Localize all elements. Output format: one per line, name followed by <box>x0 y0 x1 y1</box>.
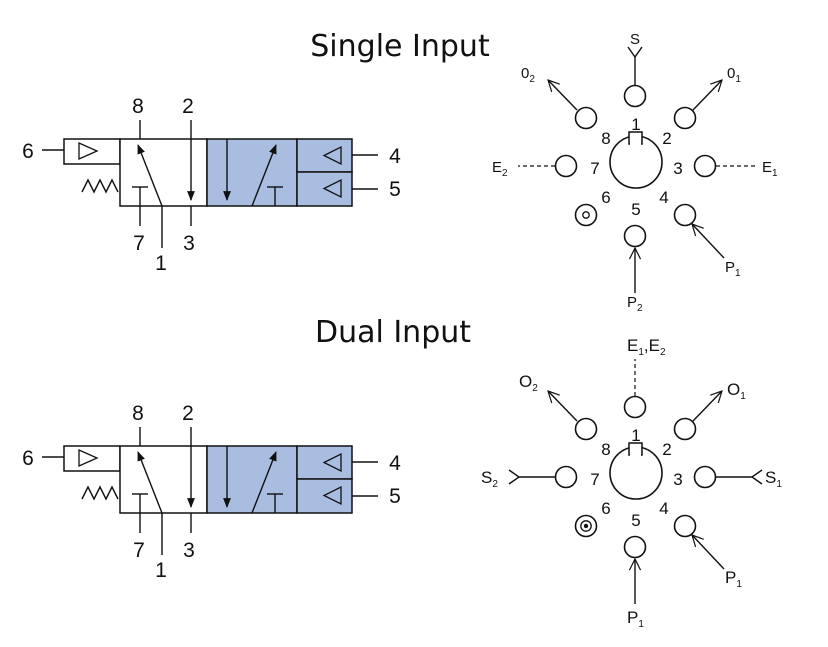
pin-7-number: 7 <box>590 470 599 489</box>
valve-port-8-label: 8 <box>132 402 144 425</box>
pressure-p2-label: P2 <box>627 294 643 314</box>
pin-4-number: 4 <box>659 499 668 518</box>
exhaust-e2-label: E2 <box>492 159 508 179</box>
valve-port-4-label: 4 <box>389 145 401 168</box>
pin-position-numbers: 1 2 3 4 5 6 7 8 <box>590 426 682 530</box>
single-input-pinout: 1 2 3 4 5 6 7 8 S 02 01 E2 E1 P1 P2 <box>492 31 778 314</box>
pressure-p1-right-label: P1 <box>725 568 742 590</box>
valve-port-7-label: 7 <box>133 539 145 562</box>
valve-port-5-label: 5 <box>389 178 401 201</box>
valve-port-1-label: 1 <box>155 559 167 582</box>
dual-input-pinout: 1 2 3 4 5 6 7 8 E1,E2 O2 O1 S2 S1 P1 P1 <box>481 336 782 630</box>
valve-port-3-label: 3 <box>183 539 195 562</box>
pin-5-number: 5 <box>631 200 640 219</box>
single-valve-schematic: 8 2 6 4 5 7 3 1 <box>22 95 401 275</box>
pin-7-number: 7 <box>590 159 599 178</box>
pin-6-number: 6 <box>601 188 610 207</box>
output-01-label: 01 <box>727 65 741 85</box>
single-input-title: Single Input <box>310 29 490 64</box>
exhaust-e1-e2-label: E1,E2 <box>627 336 666 358</box>
signal-s1-label: S1 <box>765 468 782 490</box>
pin-position-numbers: 1 2 3 4 5 6 7 8 <box>590 115 682 219</box>
output-o1-label: O1 <box>727 380 746 402</box>
pin-2-number: 2 <box>662 440 671 459</box>
pin-2-number: 2 <box>662 129 671 148</box>
exhaust-e1-label: E1 <box>762 159 778 179</box>
pin-8-number: 8 <box>601 440 610 459</box>
valve-port-7-label: 7 <box>133 232 145 255</box>
signal-s2-label: S2 <box>481 468 498 490</box>
valve-port-1-label: 1 <box>155 252 167 275</box>
valve-port-3-label: 3 <box>183 232 195 255</box>
signal-s-label: S <box>630 31 640 48</box>
pin-3-number: 3 <box>673 159 682 178</box>
pin-6-number: 6 <box>601 499 610 518</box>
dual-valve-schematic: 8 2 6 4 5 7 3 1 <box>22 402 401 582</box>
valve-port-2-label: 2 <box>182 402 194 425</box>
valve-port-8-label: 8 <box>132 95 144 118</box>
dual-input-title: Dual Input <box>315 315 471 350</box>
pin-1-number: 1 <box>631 426 640 445</box>
valve-port-5-label: 5 <box>389 485 401 508</box>
pin-3-number: 3 <box>673 470 682 489</box>
valve-port-6-label: 6 <box>22 447 34 470</box>
output-o2-label: O2 <box>519 372 538 394</box>
output-02-label: 02 <box>521 65 535 85</box>
valve-port-6-label: 6 <box>22 140 34 163</box>
pin-8-number: 8 <box>601 129 610 148</box>
pressure-p1-bottom-label: P1 <box>627 608 644 630</box>
pin-5-number: 5 <box>631 511 640 530</box>
valve-port-4-label: 4 <box>389 452 401 475</box>
pressure-p1-label: P1 <box>725 259 741 279</box>
pin-4-number: 4 <box>659 188 668 207</box>
valve-port-2-label: 2 <box>182 95 194 118</box>
pin-1-number: 1 <box>631 115 640 134</box>
